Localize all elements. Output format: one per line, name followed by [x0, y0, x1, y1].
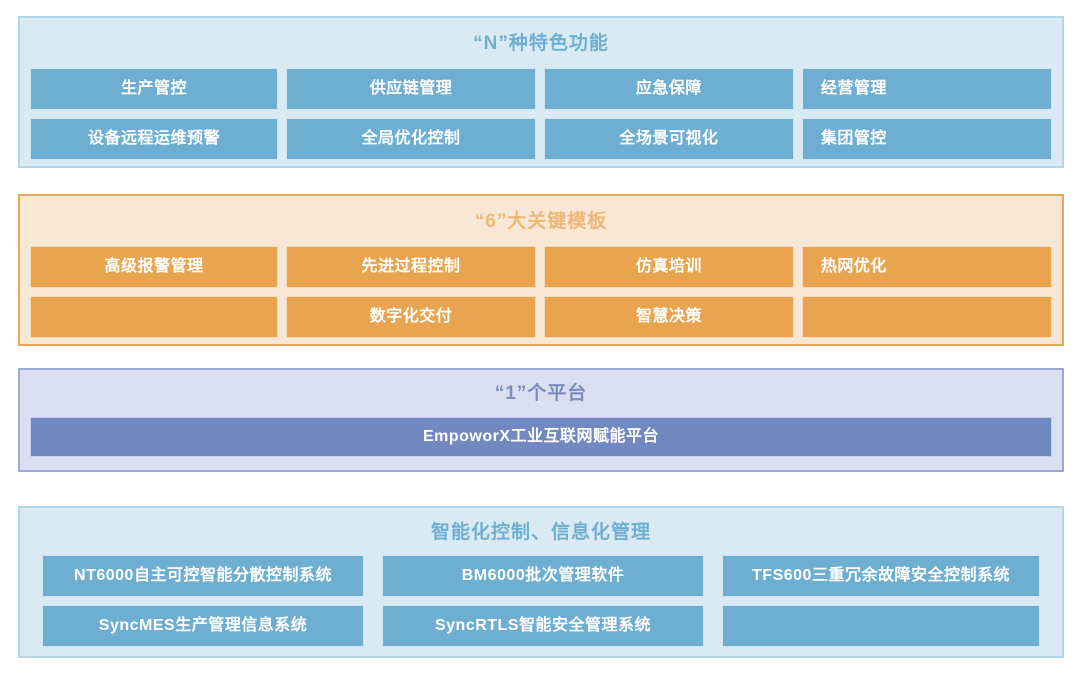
tile-global-optimization-control[interactable]: 全局优化控制 [285, 118, 536, 160]
tile-digital-delivery[interactable]: 数字化交付 [286, 296, 537, 338]
section-intelligent-control-title: 智能化控制、信息化管理 [430, 522, 651, 543]
tile-spacer-left [30, 296, 279, 338]
section-n-features-title: “N”种特色功能 [473, 33, 609, 54]
tile-group-management[interactable]: 集团管控 [801, 118, 1052, 160]
tile-supply-chain-management[interactable]: 供应链管理 [285, 68, 536, 110]
tile-business-management[interactable]: 经营管理 [801, 68, 1052, 110]
tile-empoworx-platform[interactable]: EmpoworX工业互联网赋能平台 [30, 417, 1052, 457]
tile-syncmes-mis[interactable]: SyncMES生产管理信息系统 [42, 605, 364, 647]
tile-heat-network-optimization[interactable]: 热网优化 [801, 246, 1052, 288]
tile-production-control[interactable]: 生产管控 [30, 68, 278, 110]
section-one-platform: “1”个平台 EmpoworX工业互联网赋能平台 [18, 368, 1064, 472]
tile-emergency-support[interactable]: 应急保障 [543, 68, 794, 110]
section-n-features-row-1: 生产管控 供应链管理 应急保障 经营管理 [20, 68, 1062, 110]
tile-simulation-training[interactable]: 仿真培训 [543, 246, 794, 288]
tile-smart-decision[interactable]: 智慧决策 [544, 296, 795, 338]
section-n-features-row-2: 设备远程运维预警 全局优化控制 全场景可视化 集团管控 [20, 118, 1062, 160]
section-six-templates-row-2: 数字化交付 智慧决策 [20, 296, 1062, 338]
section-six-templates-row-1: 高级报警管理 先进过程控制 仿真培训 热网优化 [20, 246, 1062, 288]
tile-nt6000-dcs[interactable]: NT6000自主可控智能分散控制系统 [42, 555, 364, 597]
tile-advanced-process-control[interactable]: 先进过程控制 [285, 246, 536, 288]
section-six-templates: “6”大关键模板 高级报警管理 先进过程控制 仿真培训 热网优化 数字化交付 智… [18, 194, 1064, 346]
tile-syncrtls-safety[interactable]: SyncRTLS智能安全管理系统 [382, 605, 704, 647]
tile-spacer-bottom-right [722, 605, 1040, 647]
section-one-platform-title: “1”个平台 [494, 383, 588, 404]
section-intelligent-control: 智能化控制、信息化管理 NT6000自主可控智能分散控制系统 BM6000批次管… [18, 506, 1064, 658]
section-intelligent-control-row-1: NT6000自主可控智能分散控制系统 BM6000批次管理软件 TFS600三重… [20, 555, 1062, 597]
section-six-templates-title: “6”大关键模板 [474, 211, 608, 232]
tile-spacer-right [802, 296, 1053, 338]
tile-full-scene-visualization[interactable]: 全场景可视化 [543, 118, 794, 160]
section-n-features: “N”种特色功能 生产管控 供应链管理 应急保障 经营管理 设备远程运维预警 全… [18, 16, 1064, 168]
tile-remote-ops-warning[interactable]: 设备远程运维预警 [30, 118, 278, 160]
tile-advanced-alarm-management[interactable]: 高级报警管理 [30, 246, 278, 288]
tile-tfs600-safety-system[interactable]: TFS600三重冗余故障安全控制系统 [722, 555, 1040, 597]
tile-bm6000-batch-software[interactable]: BM6000批次管理软件 [382, 555, 704, 597]
section-one-platform-row-1: EmpoworX工业互联网赋能平台 [20, 417, 1062, 457]
section-intelligent-control-row-2: SyncMES生产管理信息系统 SyncRTLS智能安全管理系统 [20, 605, 1062, 647]
